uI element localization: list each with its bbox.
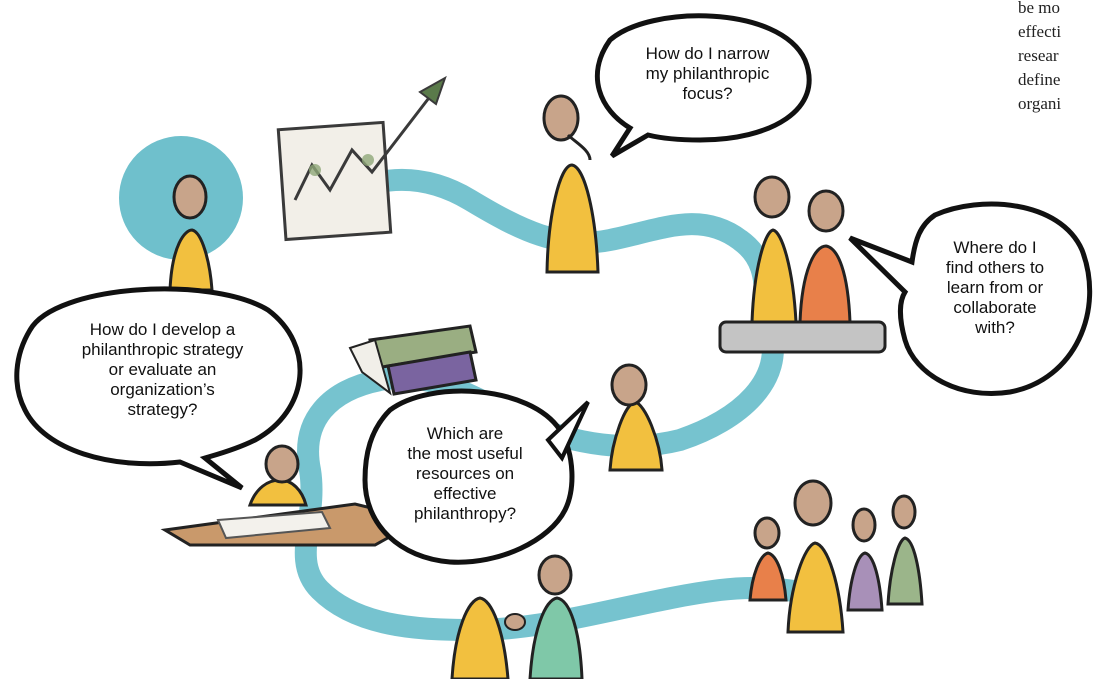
bubble-text-find-others: Where do I find others to learn from or … (945, 238, 1045, 337)
book-stack (348, 324, 478, 396)
person-worried (608, 363, 664, 472)
growth-chart (276, 75, 447, 242)
side-line: effecti (1018, 22, 1062, 41)
bubble-text-useful-resources: Which are the most useful resources on e… (407, 424, 523, 523)
side-line: be mo (1018, 0, 1061, 17)
person-top-left (168, 174, 214, 292)
speech-bubble-find-others (848, 201, 1093, 396)
desk-scene (160, 444, 425, 547)
pair-on-platform (718, 175, 887, 354)
side-line: define (1018, 70, 1061, 89)
speech-bubble-develop-strategy (14, 286, 303, 491)
handshake-pair (450, 554, 584, 679)
speech-bubble-narrow-focus (594, 13, 812, 159)
person-thinking (542, 94, 600, 274)
group-of-people (748, 479, 924, 634)
bubble-text-narrow-focus: How do I narrow my philanthropic focus? (645, 44, 770, 103)
side-paragraph: be mo effecti resear define organi (1018, 0, 1093, 116)
side-line: organi (1018, 94, 1062, 113)
speech-bubble-useful-resources (362, 388, 590, 565)
side-line: resear (1018, 46, 1059, 65)
bubble-text-develop-strategy: How do I develop a philanthropic strateg… (81, 320, 244, 419)
